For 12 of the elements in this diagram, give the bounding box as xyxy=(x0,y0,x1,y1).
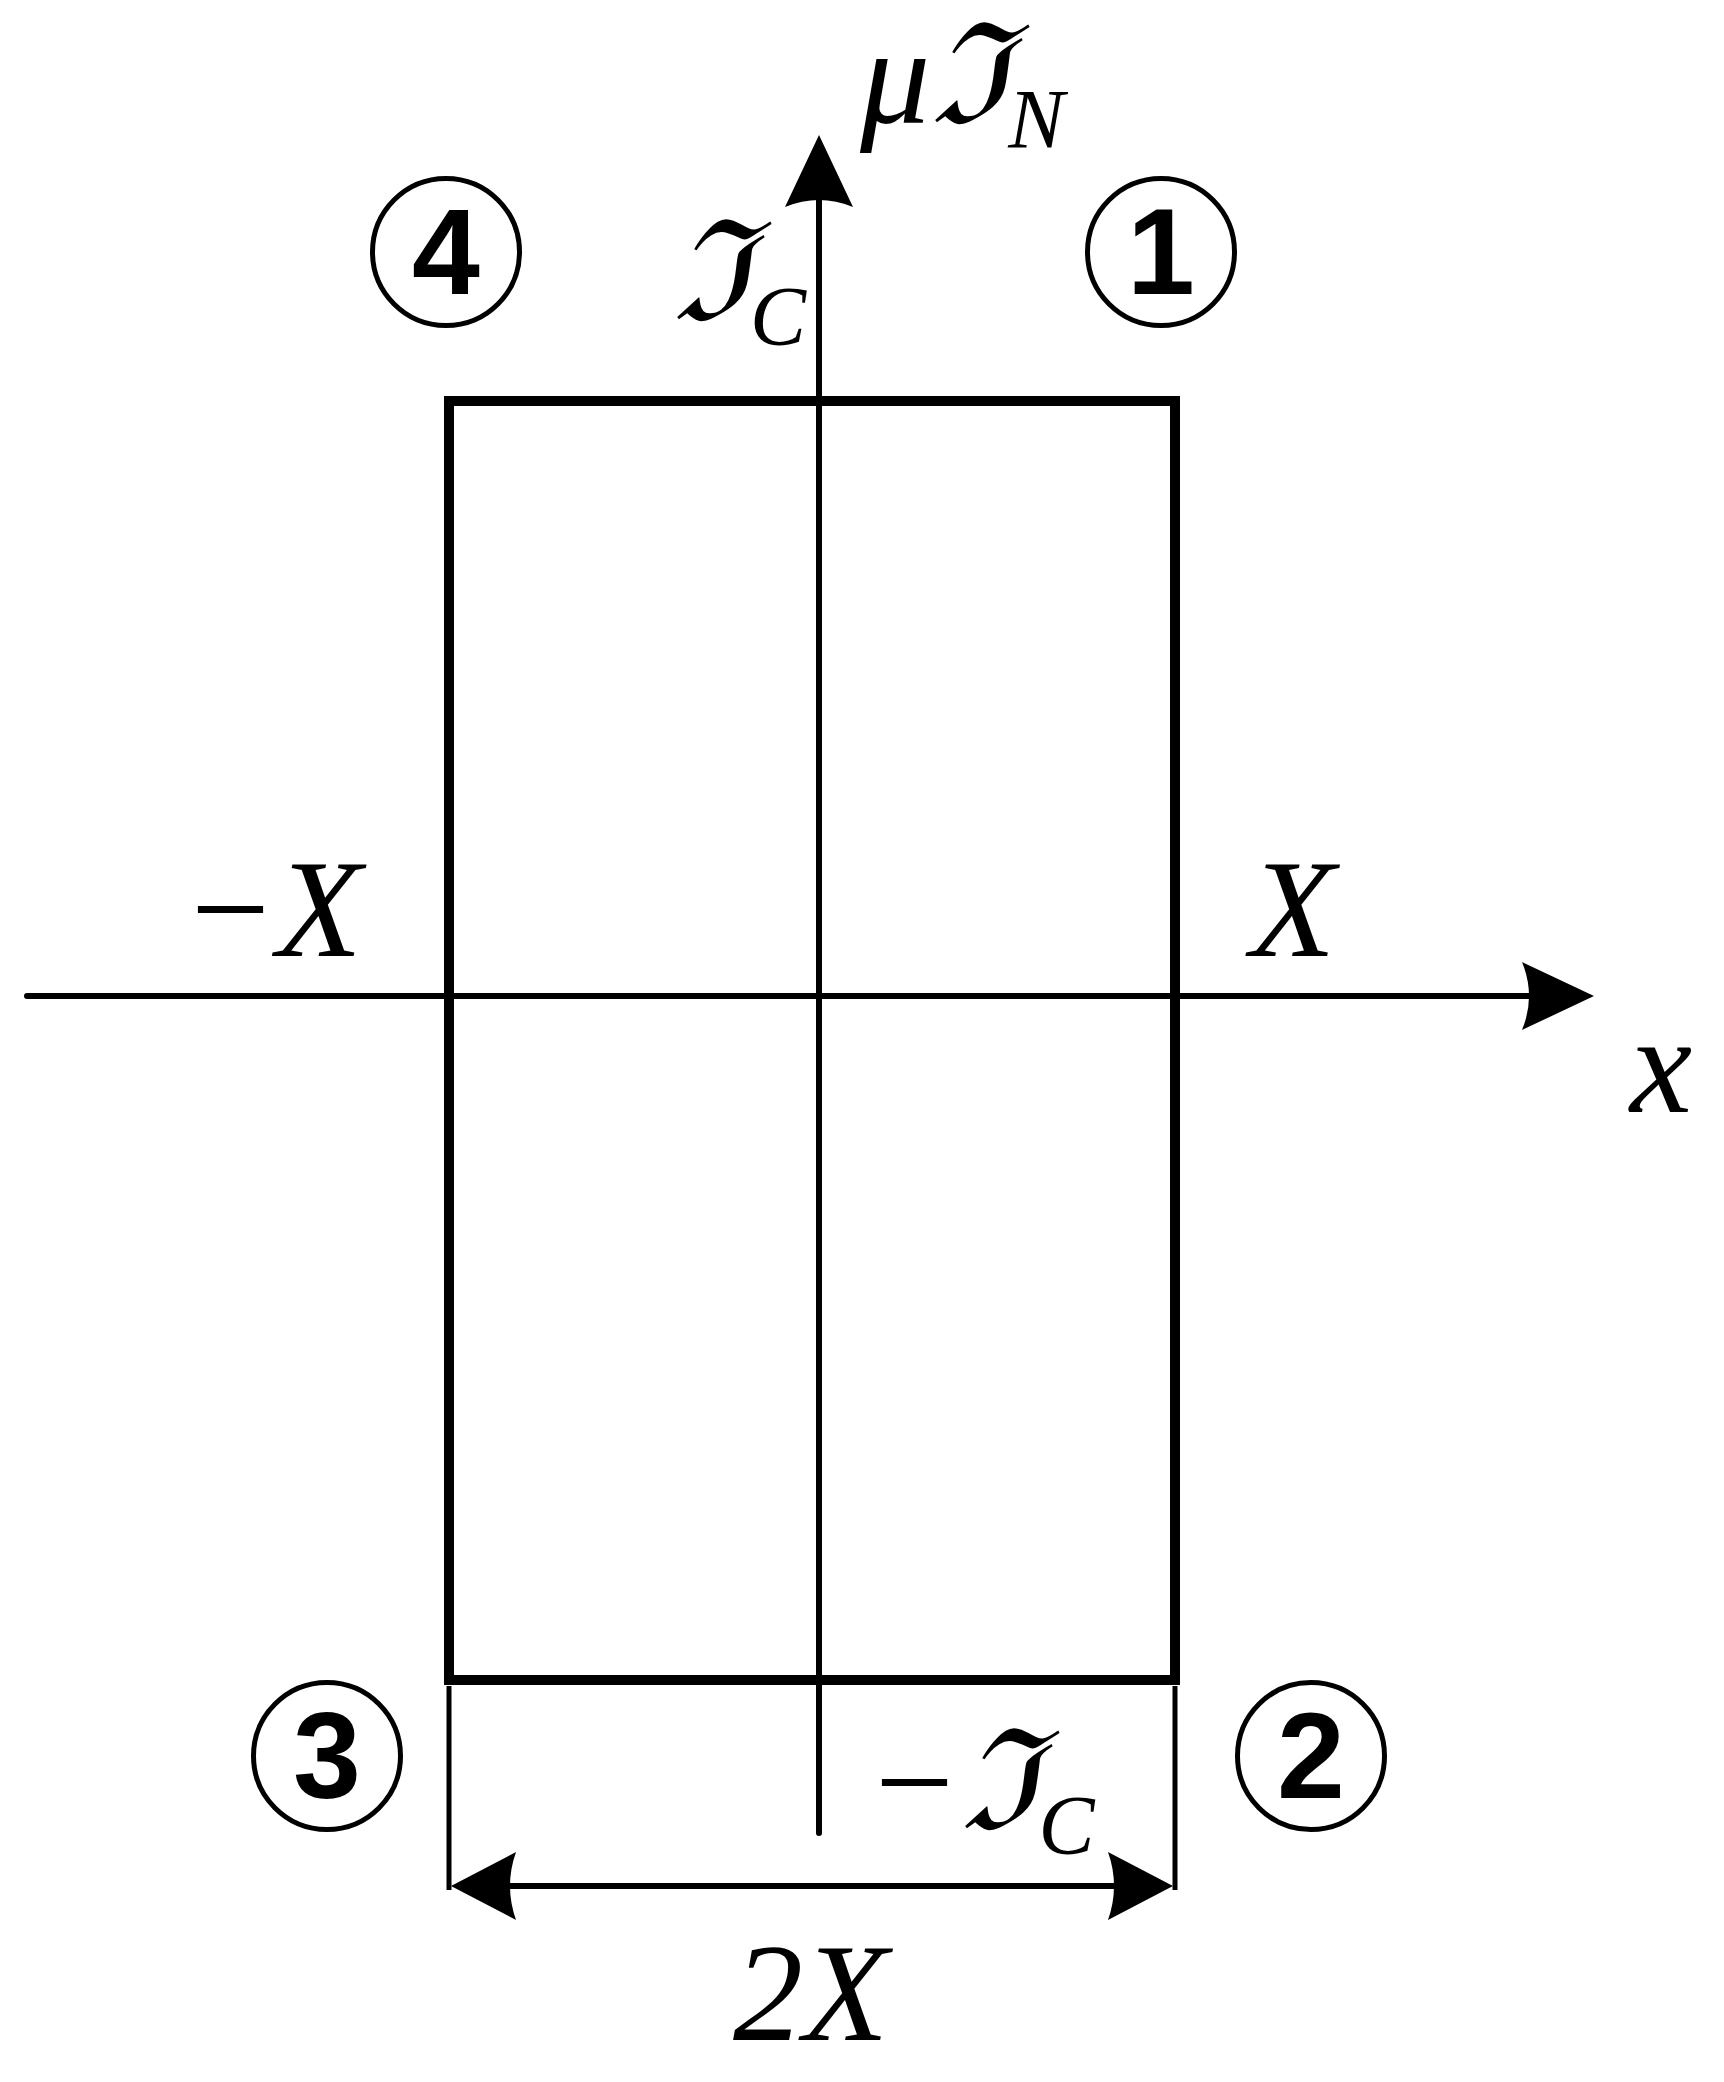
hysteresis-loop xyxy=(444,396,1180,1685)
callout-number: 3 xyxy=(251,1680,403,1832)
dimension-label: 2X xyxy=(724,1902,911,2082)
axis-label: μℑ$_{N}$ xyxy=(851,0,1087,167)
tick-label: −X xyxy=(173,818,385,1000)
tick-label: −ℑ$_{C}$ xyxy=(865,1703,1096,1873)
callout-number: 1 xyxy=(1085,176,1237,328)
axis-label: x xyxy=(1627,986,1694,1144)
callout-number: 4 xyxy=(370,176,522,328)
tick-label: ℑ$_{C}$ xyxy=(671,194,808,364)
callout-number: 2 xyxy=(1235,1680,1387,1832)
tick-label: X xyxy=(1241,818,1358,1000)
